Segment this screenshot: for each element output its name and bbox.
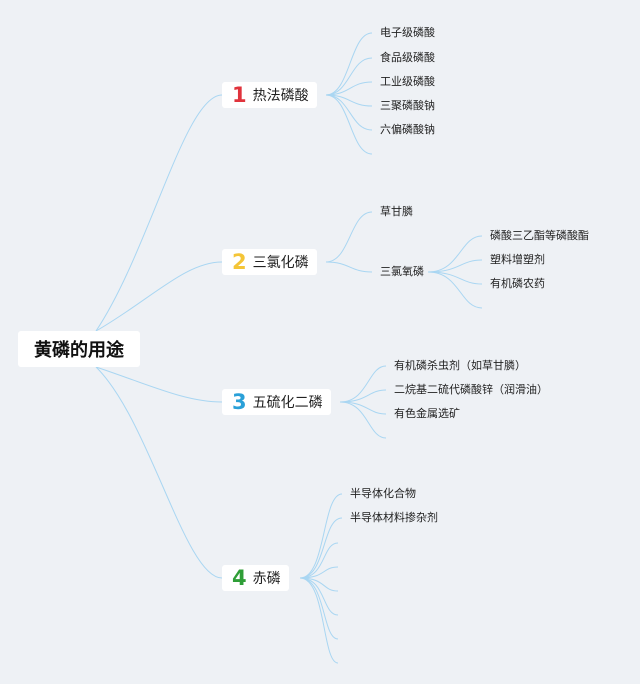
connector-b4-l8 <box>299 577 339 664</box>
branch-number-4: 4 <box>232 566 247 590</box>
connector-b3-l3 <box>339 401 387 415</box>
connector-b3-l4 <box>339 401 387 439</box>
leaf-2-2-3[interactable]: 有机磷农药 <box>490 277 545 290</box>
leaf-3-3[interactable]: 有色金属选矿 <box>394 407 460 420</box>
connector-b1-l6 <box>325 94 373 155</box>
connector-root-branch-3 <box>95 366 223 403</box>
connector-b2s-l1 <box>427 235 483 273</box>
leaf-3-1[interactable]: 有机磷杀虫剂（如草甘膦） <box>394 359 526 372</box>
branch-node-4[interactable]: 4 赤磷 <box>222 565 289 591</box>
connector-b1-l3 <box>325 81 373 96</box>
branch-number-3: 3 <box>232 390 247 414</box>
leaf-4-1[interactable]: 半导体化合物 <box>350 487 416 500</box>
connector-b4-l1 <box>299 493 343 579</box>
connector-b4-l7 <box>299 577 339 640</box>
leaf-1-5[interactable]: 六偏磷酸钠 <box>380 123 435 136</box>
connector-b4-l2 <box>299 517 343 579</box>
branch-label-3: 五硫化二磷 <box>252 395 323 411</box>
connector-b1-l2 <box>325 57 373 96</box>
connector-root-branch-2 <box>95 261 223 332</box>
connector-b2s-l3 <box>427 271 483 285</box>
branch-label-1: 热法磷酸 <box>252 88 309 104</box>
connector-b2-l1 <box>325 211 373 263</box>
leaf-1-3[interactable]: 工业级磷酸 <box>380 75 435 88</box>
branch-number-1: 1 <box>232 83 247 107</box>
connector-root-branch-4 <box>95 366 223 579</box>
branch-node-3[interactable]: 3 五硫化二磷 <box>222 389 331 415</box>
connector-b2s-l4 <box>427 271 483 309</box>
branch-node-1[interactable]: 1 热法磷酸 <box>222 82 317 108</box>
branch-label-2: 三氯化磷 <box>252 255 309 271</box>
leaf-1-1[interactable]: 电子级磷酸 <box>380 26 435 39</box>
leaf-1-4[interactable]: 三聚磷酸钠 <box>380 99 435 112</box>
leaf-3-2[interactable]: 二烷基二硫代磷酸锌（润滑油） <box>394 383 548 396</box>
connector-b4-l4 <box>299 566 339 579</box>
leaf-2-2-1[interactable]: 磷酸三乙酯等磷酸酯 <box>490 229 589 242</box>
leaf-1-2[interactable]: 食品级磷酸 <box>380 51 435 64</box>
connector-b2-l2 <box>325 261 373 273</box>
connector-root-branch-1 <box>95 94 223 332</box>
connector-b3-l2 <box>339 389 387 403</box>
connector-b4-l3 <box>299 542 339 579</box>
leaf-4-2[interactable]: 半导体材料掺杂剂 <box>350 511 438 524</box>
connector-b3-l1 <box>339 365 387 403</box>
leaf-2-2-2[interactable]: 塑料增塑剂 <box>490 253 545 266</box>
branch-number-2: 2 <box>232 250 247 274</box>
root-label: 黄磷的用途 <box>34 340 124 361</box>
connector-b1-l1 <box>325 32 373 96</box>
connector-b2s-l2 <box>427 259 483 273</box>
root-node[interactable]: 黄磷的用途 <box>18 331 140 367</box>
branch-label-4: 赤磷 <box>252 571 281 587</box>
leaf-2-1[interactable]: 草甘膦 <box>380 205 413 218</box>
branch-node-2[interactable]: 2 三氯化磷 <box>222 249 317 275</box>
leaf-2-2[interactable]: 三氯氧磷 <box>380 265 424 278</box>
